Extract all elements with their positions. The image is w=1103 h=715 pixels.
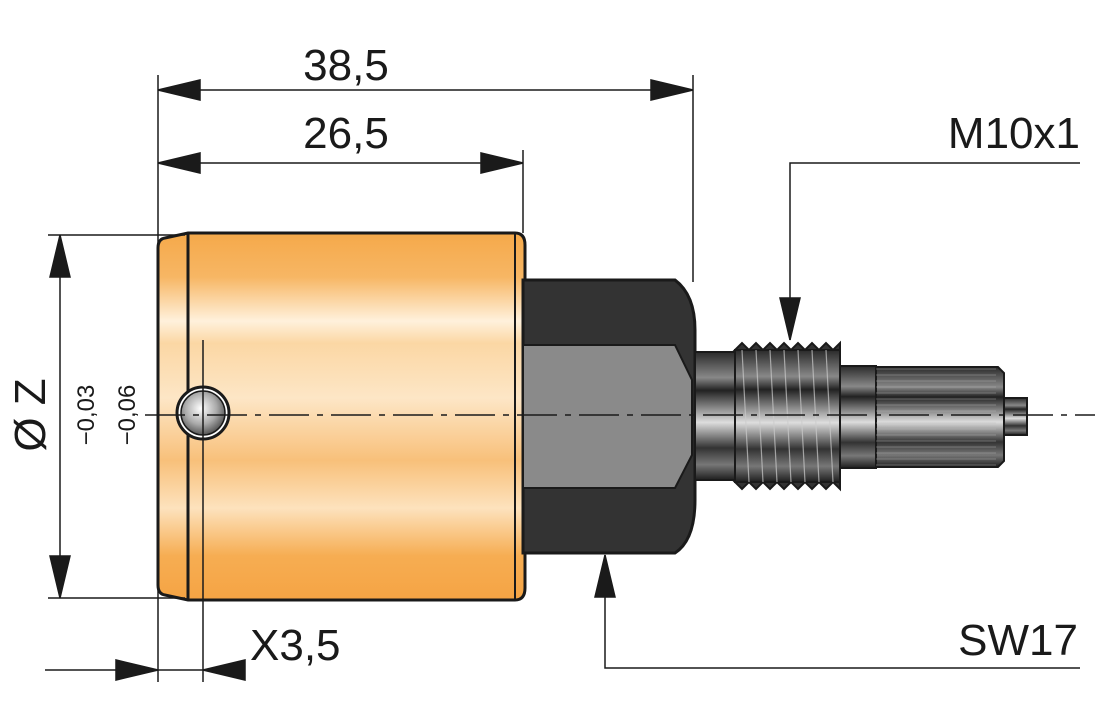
thread-label: M10x1 [948, 109, 1080, 158]
hex-nut [521, 278, 697, 555]
extension-lines [48, 75, 694, 682]
pin [1003, 397, 1028, 436]
knurled-shaft [875, 366, 1005, 468]
diameter-label: Ø Z [6, 378, 55, 451]
shaft [694, 351, 736, 481]
overall-length-label: 38,5 [303, 41, 389, 90]
tolerance-upper-label: −0,03 [73, 385, 100, 446]
neck [839, 365, 877, 469]
ball-offset-label: X3,5 [250, 621, 341, 670]
tolerance-lower-label: −0,06 [114, 385, 141, 446]
body-length-label: 26,5 [303, 109, 389, 158]
thread [732, 340, 841, 492]
wrench-size-label: SW17 [958, 616, 1078, 665]
dimension-lines [45, 79, 1080, 681]
